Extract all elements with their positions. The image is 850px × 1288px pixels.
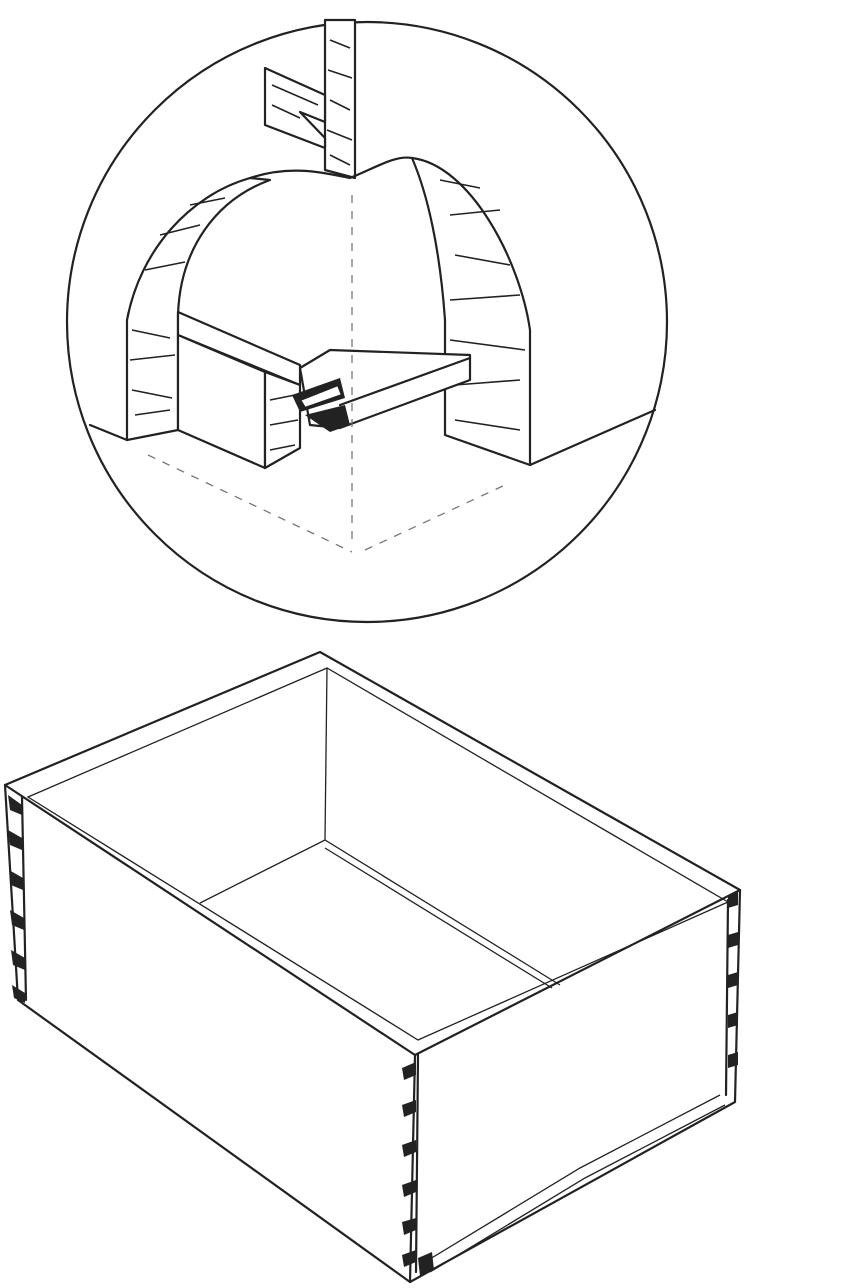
dovetail-piece — [263, 66, 327, 150]
drawer-box — [3, 650, 742, 1284]
front-dovetails — [402, 892, 738, 1274]
left-side-panel — [125, 176, 272, 442]
detail-circle — [65, 20, 669, 624]
right-side-panel — [410, 156, 532, 467]
drawer-left-side — [3, 783, 417, 1284]
drawer-top-rim — [3, 650, 742, 1057]
detail-callout — [65, 18, 669, 624]
bottom-groove — [424, 1094, 726, 1273]
left-dovetails — [8, 795, 28, 1003]
drawer-front — [408, 888, 742, 1284]
